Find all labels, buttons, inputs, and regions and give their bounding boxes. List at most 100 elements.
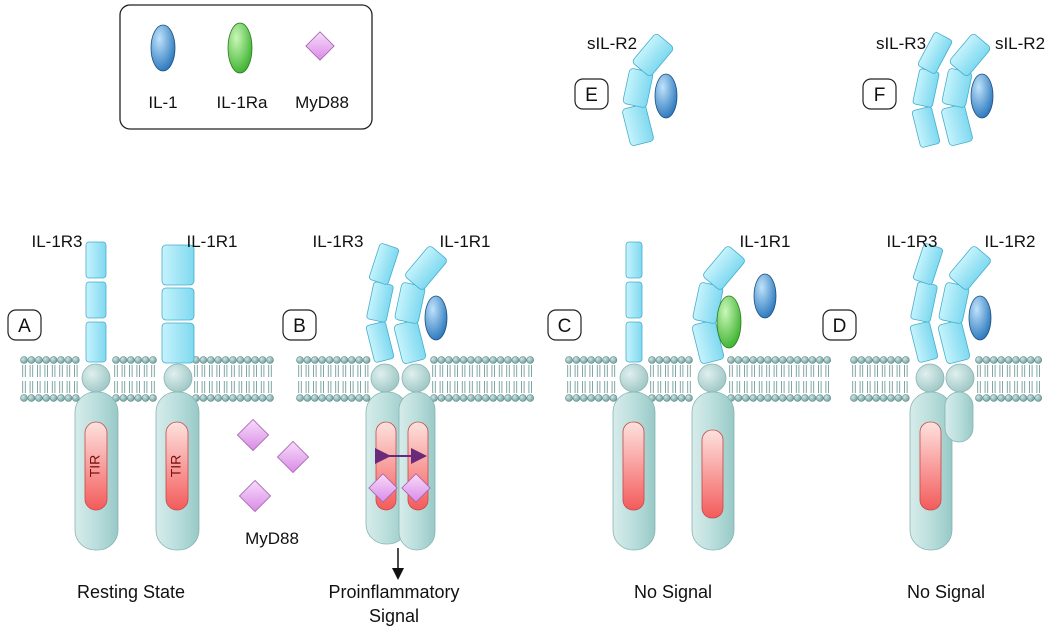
il1r1-domain — [161, 287, 195, 321]
sil-r2-domain — [632, 33, 674, 77]
lipid-head — [587, 394, 596, 402]
lipid-head — [526, 356, 535, 364]
lipid-head — [579, 356, 588, 364]
il1ra-icon — [227, 22, 253, 74]
il1ra-ligand-icon — [716, 295, 742, 349]
il1r2-domain — [937, 320, 971, 364]
lipid-head — [266, 356, 274, 364]
membrane-head-right — [163, 363, 193, 393]
caption-d: No Signal — [907, 582, 985, 602]
lipid-head — [496, 356, 505, 364]
lipid-head — [1019, 356, 1028, 364]
lipid-head — [310, 394, 319, 402]
lipid-head — [474, 356, 483, 364]
lipid-head — [452, 356, 461, 364]
lipid-head — [437, 356, 446, 364]
lipid-head — [662, 394, 671, 402]
tir-domain-left — [622, 421, 645, 511]
lipid-head — [734, 356, 743, 364]
il1-ligand-icon — [753, 273, 777, 319]
il1r3-domain — [368, 243, 400, 285]
myd88-icon — [238, 479, 272, 513]
lipid-head — [989, 394, 998, 402]
lipid-head — [655, 394, 664, 402]
lipid-head — [1012, 356, 1020, 364]
lipid-head — [677, 394, 686, 402]
lipid-head — [49, 394, 58, 402]
membrane-head-right — [945, 363, 975, 393]
myd88-icon — [276, 440, 310, 474]
lipid-head — [741, 356, 750, 364]
label-il1r1: IL-1R1 — [186, 232, 237, 251]
lipid-head — [347, 356, 356, 364]
lipid-head — [511, 394, 520, 402]
lipid-head — [741, 394, 750, 402]
il1r3-domain — [909, 321, 939, 363]
lipid-head — [801, 394, 809, 402]
il1r3-domain — [912, 243, 944, 285]
lipid-head — [801, 356, 809, 364]
lipid-head — [850, 394, 858, 402]
lipid-head — [864, 356, 873, 364]
panel-tag-f-box — [862, 78, 897, 110]
lipid-head — [20, 394, 28, 402]
lipid-head — [149, 394, 157, 402]
lipid-head — [141, 394, 150, 402]
lipid-head — [258, 394, 267, 402]
lipid-head — [764, 394, 772, 402]
membrane-head-right — [401, 363, 431, 393]
lipid-head — [685, 356, 693, 364]
membrane-head-left — [370, 363, 400, 393]
lipid-head — [511, 356, 520, 364]
lipid-head — [355, 356, 364, 364]
tir-domain-left — [84, 421, 108, 511]
lipid-head — [64, 394, 73, 402]
label-sil-r2: sIL-R2 — [995, 34, 1045, 53]
lipid-head — [340, 356, 349, 364]
lipid-head — [57, 356, 65, 364]
caption-c: No Signal — [634, 582, 712, 602]
panel-tag-e: E — [585, 85, 598, 106]
il1r1-domain — [405, 246, 447, 290]
il1r3-domain — [625, 241, 643, 279]
label-il1r3: IL-1R3 — [886, 232, 937, 251]
lipid-head — [452, 394, 461, 402]
panel-tag-d-box — [822, 309, 857, 341]
lipid-head — [303, 356, 312, 364]
lipid-head — [199, 394, 208, 402]
lipid-head — [49, 356, 58, 364]
lipid-head — [119, 356, 128, 364]
il1-icon — [150, 24, 176, 72]
lipid-head — [808, 356, 817, 364]
lipid-head — [467, 394, 475, 402]
lipid-head — [207, 394, 215, 402]
cell-membrane — [20, 356, 1042, 402]
sil-r3-domain — [911, 106, 941, 148]
lipid-head — [894, 394, 903, 402]
lipid-head — [221, 394, 230, 402]
membrane-head-left — [619, 363, 649, 393]
lipid-head — [112, 356, 120, 364]
panel-tag-d: D — [833, 316, 847, 337]
lipid-head — [997, 356, 1006, 364]
lipid-head — [20, 356, 28, 364]
il1-ligand-icon — [970, 73, 994, 119]
il1r1-domain — [161, 244, 195, 286]
lipid-head — [149, 356, 157, 364]
lipid-head — [444, 356, 453, 364]
lipid-head — [887, 356, 895, 364]
panel-tag-f: F — [874, 85, 886, 106]
legend-label-il1: IL-1 — [148, 93, 177, 112]
label-il1r3: IL-1R3 — [31, 232, 82, 251]
lipid-head — [1027, 394, 1035, 402]
lipid-head — [734, 394, 743, 402]
lipid-head — [214, 356, 222, 364]
lipid-head — [266, 394, 274, 402]
lipid-head — [34, 356, 43, 364]
lipid-head — [437, 394, 446, 402]
lipid-head — [333, 394, 341, 402]
lipid-head — [879, 394, 888, 402]
panel-f: sIL-R3 sIL-R2 F — [862, 32, 1045, 148]
myd88-icon — [305, 31, 335, 61]
panel-tag-e-box — [574, 78, 609, 110]
